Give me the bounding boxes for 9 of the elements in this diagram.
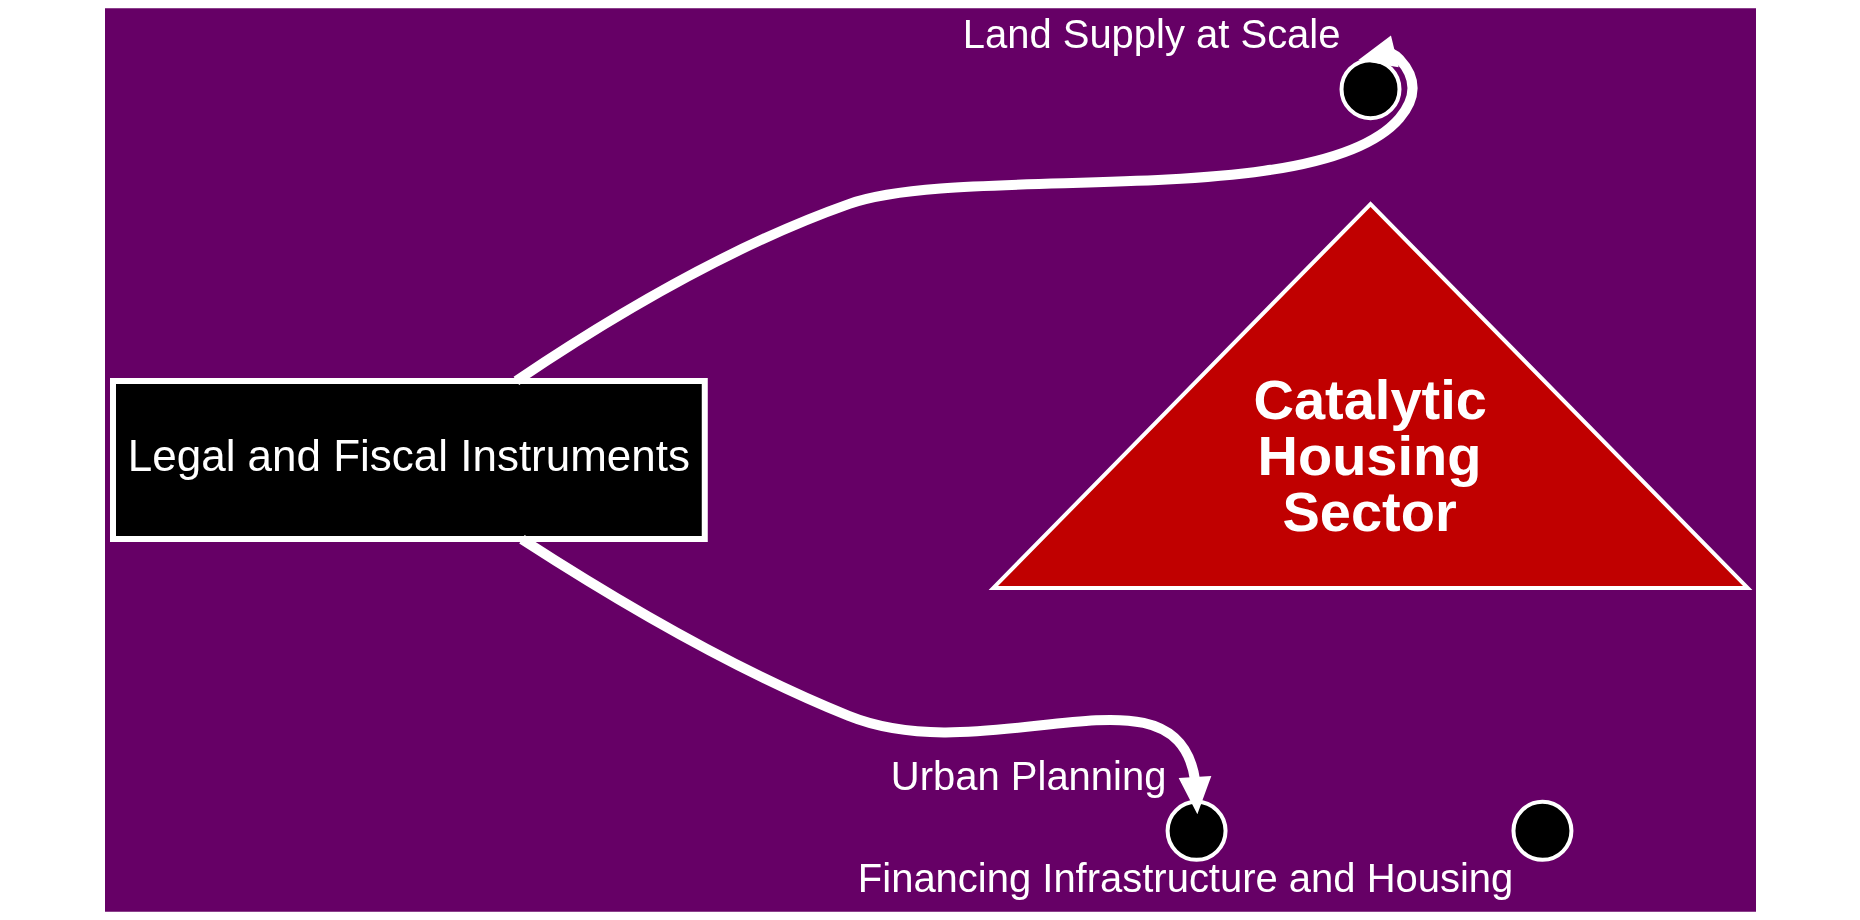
node-circle xyxy=(1339,58,1401,121)
node-label: Urban Planning xyxy=(890,753,1166,798)
node-box: Legal and Fiscal Instruments xyxy=(109,378,708,542)
arrow xyxy=(518,535,1211,815)
arrow xyxy=(513,35,1417,385)
node-circle xyxy=(1165,799,1228,862)
node-label: Land Supply at Scale xyxy=(962,12,1340,57)
node-circle xyxy=(1510,799,1573,862)
node-label: Financing Infrastructure and Housing xyxy=(857,855,1513,900)
